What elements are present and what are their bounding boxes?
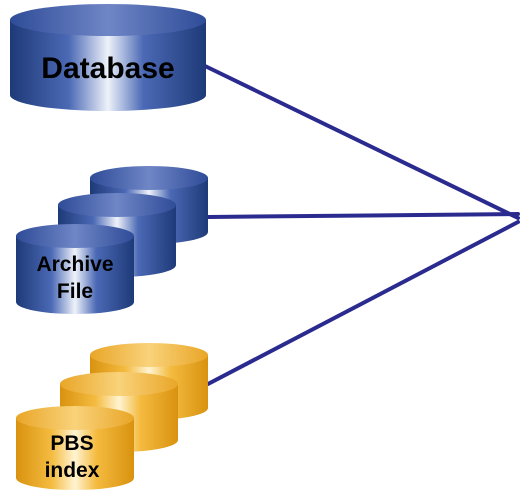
connector-pbs-index: [206, 220, 520, 386]
pbs-index-label-line1: PBS: [50, 432, 93, 455]
pbs-index-stack: PBS index: [16, 343, 208, 490]
archive-file-cylinder-front: [16, 224, 134, 314]
archive-file-stack: Archive File: [16, 166, 208, 314]
connector-archive-file: [206, 212, 520, 219]
archive-file-label-line1: Archive: [36, 253, 113, 276]
archive-file-label-line2: File: [57, 280, 93, 303]
database-cylinder-body: [10, 20, 206, 111]
database-cylinder: Database: [10, 4, 206, 111]
database-cylinder-top: [10, 4, 206, 36]
connector-lines: [203, 64, 520, 386]
connector-database: [203, 64, 520, 220]
database-label: Database: [41, 52, 174, 85]
pbs-index-cylinder-front: [16, 406, 134, 490]
pbs-index-label-line2: index: [45, 459, 100, 482]
